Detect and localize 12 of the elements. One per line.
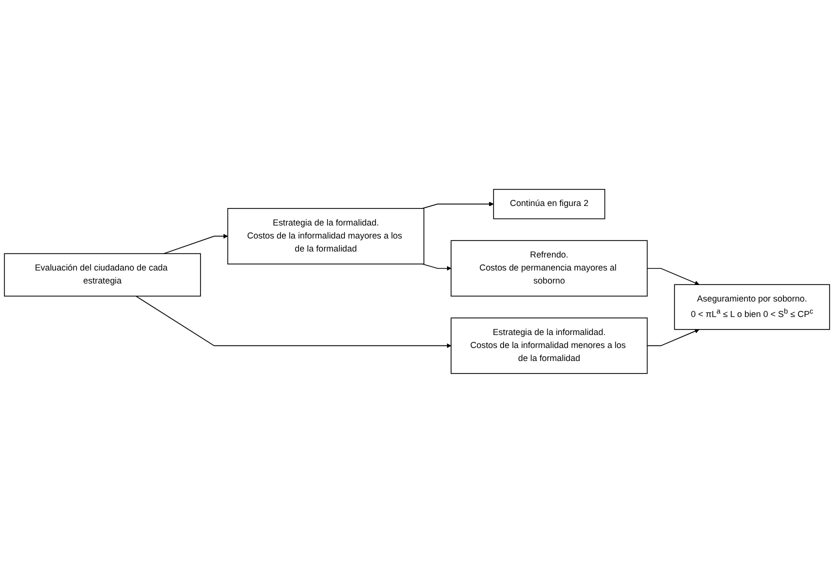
node-box: Estrategia de la informalidad. Costos de la informalidad menores a los de la formalidad: [450, 318, 648, 374]
arrow: [422, 202, 494, 209]
node-box: Continúa en figura 2: [493, 189, 606, 220]
arrow: [136, 296, 452, 348]
arrow: [646, 268, 700, 286]
node-box: Refrendo. Costos de permanencia mayores al soborno: [450, 240, 648, 297]
arrow: [422, 264, 452, 271]
arrow: [163, 234, 228, 254]
node-box: Estrategia de la formalidad. Costos de la informalidad mayores a los de la formalidad: [227, 208, 424, 264]
node-box: Aseguramiento por soborno. 0 < πL$^{a}$ ≤ L o bien 0 < S$^{b}$ ≤ CP$^{c}$: [674, 284, 830, 330]
node-box: Evaluación del ciudadano de cada estrategia: [4, 253, 201, 297]
arrow: [646, 329, 700, 346]
